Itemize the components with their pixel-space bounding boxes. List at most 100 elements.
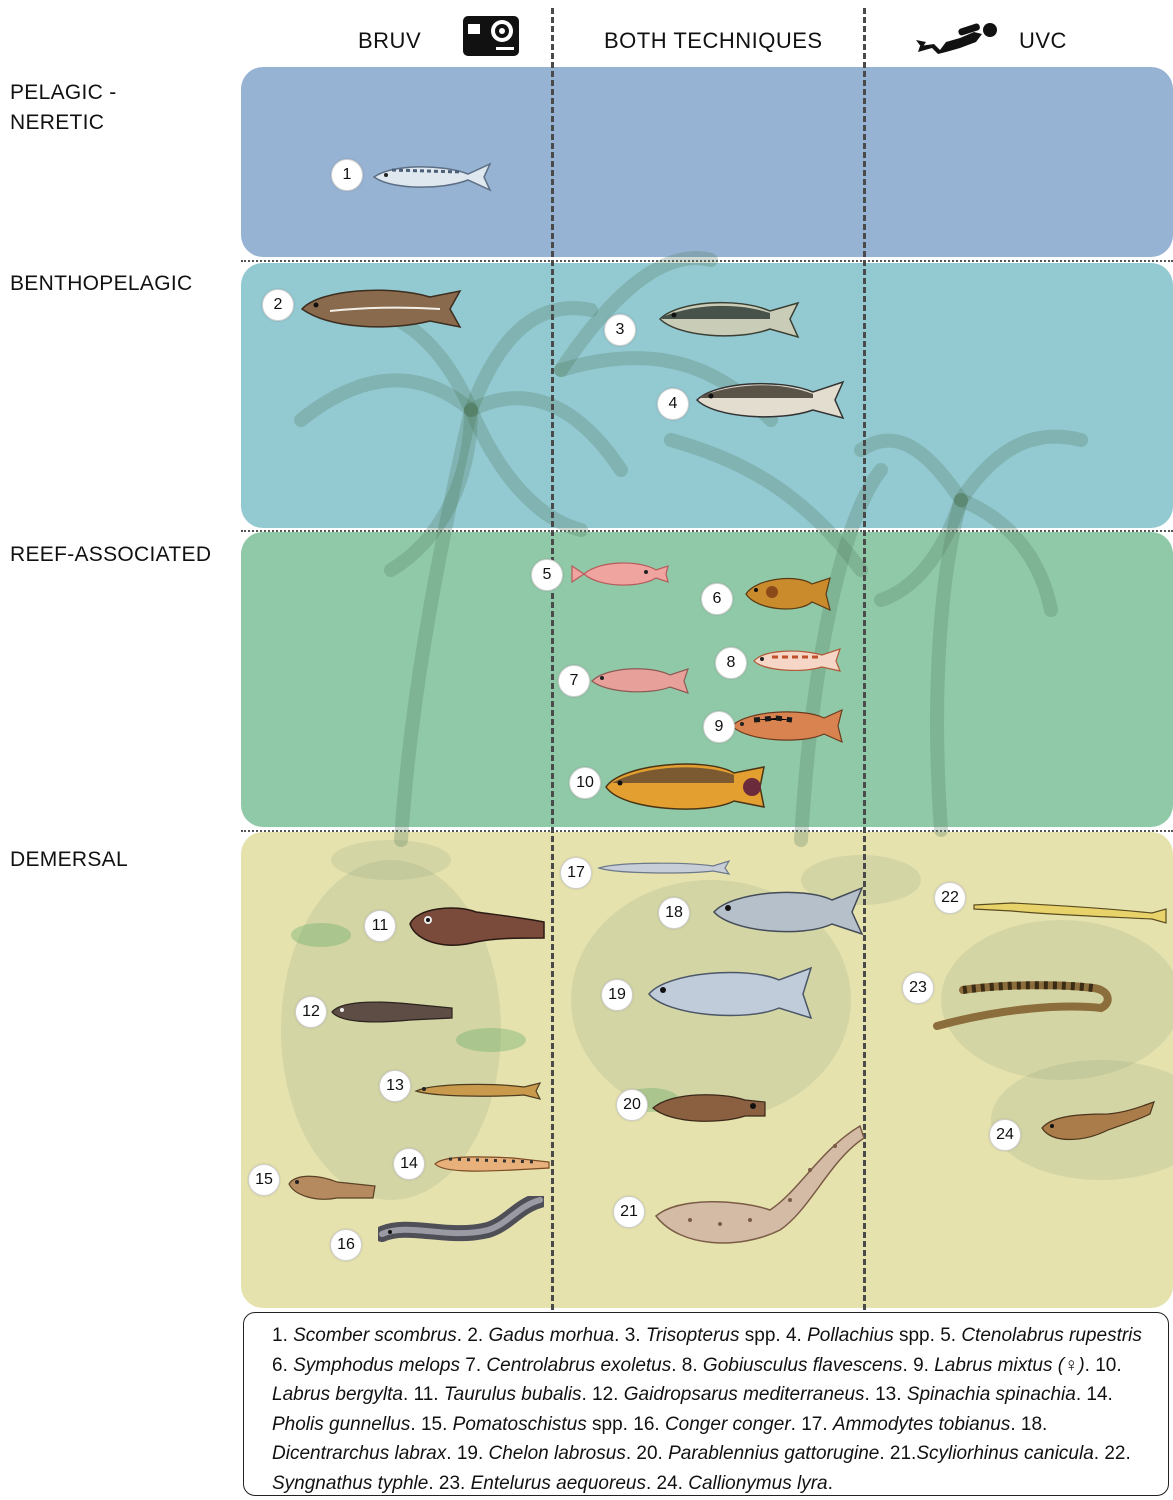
legend-entry: 13. Spinachia spinachia. bbox=[875, 1384, 1086, 1405]
badge-1: 1 bbox=[331, 159, 363, 191]
legend-suffix: . bbox=[446, 1443, 457, 1464]
fish-16-conger bbox=[378, 1196, 544, 1254]
legend-species: Parablennius gattorugine bbox=[668, 1443, 879, 1464]
legend-species: Conger conger bbox=[665, 1414, 791, 1435]
legend-species: Pholis gunnellus bbox=[272, 1414, 410, 1435]
legend-suffix: . bbox=[903, 1355, 914, 1376]
legend-suffix: . bbox=[457, 1325, 468, 1346]
fish-18-dicentrarchus bbox=[712, 884, 864, 936]
badge-23: 23 bbox=[902, 972, 934, 1004]
legend-entry: 23. Entelurus aequoreus. bbox=[439, 1473, 657, 1494]
badge-7: 7 bbox=[558, 665, 590, 697]
row-label-pelagic: PELAGIC - NERETIC bbox=[10, 78, 160, 138]
legend-entry: 4. Pollachius spp. bbox=[786, 1325, 940, 1346]
legend-number: 16. bbox=[633, 1414, 665, 1435]
legend-species: Labrus bergylta bbox=[272, 1384, 403, 1405]
legend-suffix: spp. bbox=[587, 1414, 633, 1435]
fish-22-syngnathus bbox=[972, 895, 1168, 925]
legend-number: 24. bbox=[657, 1473, 689, 1494]
fish-23-entelurus bbox=[933, 974, 1113, 1030]
legend-species: Ctenolabrus rupestris bbox=[961, 1325, 1142, 1346]
legend-number: 11. bbox=[414, 1384, 444, 1405]
legend-species: Taurulus bubalis bbox=[444, 1384, 582, 1405]
fish-3-trisopterus bbox=[658, 293, 800, 345]
fish-1-mackerel bbox=[372, 160, 492, 194]
legend-number: 20. bbox=[636, 1443, 668, 1464]
legend-number: 17. bbox=[801, 1414, 833, 1435]
badge-14: 14 bbox=[393, 1148, 425, 1180]
legend-suffix: . bbox=[791, 1414, 802, 1435]
badge-12: 12 bbox=[295, 996, 327, 1028]
badge-5: 5 bbox=[531, 559, 563, 591]
legend-number: 13. bbox=[875, 1384, 907, 1405]
legend-species: Spinachia spinachia bbox=[907, 1384, 1076, 1405]
camera-icon bbox=[462, 15, 520, 57]
fish-2-cod bbox=[300, 283, 462, 335]
badge-22: 22 bbox=[934, 882, 966, 914]
legend-species: Symphodus melops bbox=[293, 1355, 460, 1376]
legend-number: 22. bbox=[1104, 1443, 1130, 1464]
legend-suffix: . bbox=[646, 1473, 657, 1494]
legend-number: 12. bbox=[592, 1384, 624, 1405]
legend-number: 21. bbox=[890, 1443, 916, 1464]
legend-entry: 8. Gobiusculus flavescens. bbox=[682, 1355, 913, 1376]
badge-10: 10 bbox=[569, 767, 601, 799]
badge-18: 18 bbox=[658, 897, 690, 929]
fish-9-labrus-mixtus bbox=[730, 706, 844, 746]
fish-6-symphodus bbox=[742, 570, 832, 616]
badge-24: 24 bbox=[989, 1119, 1021, 1151]
badge-6: 6 bbox=[701, 583, 733, 615]
legend-number: 23. bbox=[439, 1473, 471, 1494]
legend-species: Chelon labrosus bbox=[489, 1443, 626, 1464]
legend-suffix: . bbox=[614, 1325, 625, 1346]
column-header-bruv: BRUV bbox=[358, 28, 421, 54]
legend-number: 7. bbox=[465, 1355, 486, 1376]
legend-species: Ammodytes tobianus bbox=[833, 1414, 1010, 1435]
legend-suffix: . bbox=[671, 1355, 682, 1376]
legend-species: Gaidropsarus mediterraneus bbox=[624, 1384, 865, 1405]
badge-11: 11 bbox=[364, 910, 396, 942]
legend-entry: 7. Centrolabrus exoletus. bbox=[465, 1355, 682, 1376]
legend-number: 19. bbox=[457, 1443, 489, 1464]
legend-species: Syngnathus typhle bbox=[272, 1473, 428, 1494]
fish-5-ctenolabrus bbox=[570, 558, 670, 590]
legend-suffix: . bbox=[626, 1443, 637, 1464]
legend-number: 6. bbox=[272, 1355, 293, 1376]
fish-4-pollachius bbox=[695, 374, 845, 424]
badge-15: 15 bbox=[248, 1164, 280, 1196]
legend-entry: 12. Gaidropsarus mediterraneus. bbox=[592, 1384, 875, 1405]
badge-2: 2 bbox=[262, 289, 294, 321]
fish-8-gobiusculus bbox=[752, 645, 842, 675]
legend-number: 2. bbox=[467, 1325, 488, 1346]
species-legend: 1. Scomber scombrus. 2. Gadus morhua. 3.… bbox=[243, 1312, 1169, 1496]
fish-12-gaidropsarus bbox=[330, 996, 454, 1028]
legend-number: 4. bbox=[786, 1325, 807, 1346]
legend-species: Trisopterus bbox=[646, 1325, 740, 1346]
legend-number: 14. bbox=[1086, 1384, 1112, 1405]
legend-suffix: . bbox=[410, 1414, 421, 1435]
legend-suffix: . bbox=[1010, 1414, 1021, 1435]
legend-entry: 24. Callionymus lyra. bbox=[657, 1473, 833, 1494]
fish-21-scyliorhinus bbox=[650, 1120, 866, 1264]
column-header-both-techniques: BOTH TECHNIQUES bbox=[604, 28, 823, 54]
legend-suffix: . bbox=[865, 1384, 876, 1405]
legend-suffix: spp. bbox=[894, 1325, 940, 1346]
divider-both-uvc bbox=[863, 8, 866, 1310]
legend-suffix: . bbox=[1094, 1443, 1105, 1464]
legend-number: 5. bbox=[940, 1325, 961, 1346]
legend-suffix: spp. bbox=[739, 1325, 785, 1346]
fish-10-labrus-bergylta bbox=[604, 755, 766, 817]
badge-9: 9 bbox=[703, 711, 735, 743]
legend-species: Entelurus aequoreus bbox=[471, 1473, 646, 1494]
legend-entry: 16. Conger conger. bbox=[633, 1414, 801, 1435]
badge-4: 4 bbox=[657, 388, 689, 420]
legend-species: Gadus morhua bbox=[488, 1325, 614, 1346]
legend-entry: 20. Parablennius gattorugine. bbox=[636, 1443, 890, 1464]
legend-number: 3. bbox=[625, 1325, 646, 1346]
fish-24-callionymus bbox=[1038, 1098, 1156, 1148]
badge-13: 13 bbox=[379, 1070, 411, 1102]
legend-suffix: . bbox=[581, 1384, 592, 1405]
legend-number: 15. bbox=[421, 1414, 453, 1435]
legend-species: Centrolabrus exoletus bbox=[486, 1355, 671, 1376]
legend-species: Callionymus lyra bbox=[688, 1473, 827, 1494]
